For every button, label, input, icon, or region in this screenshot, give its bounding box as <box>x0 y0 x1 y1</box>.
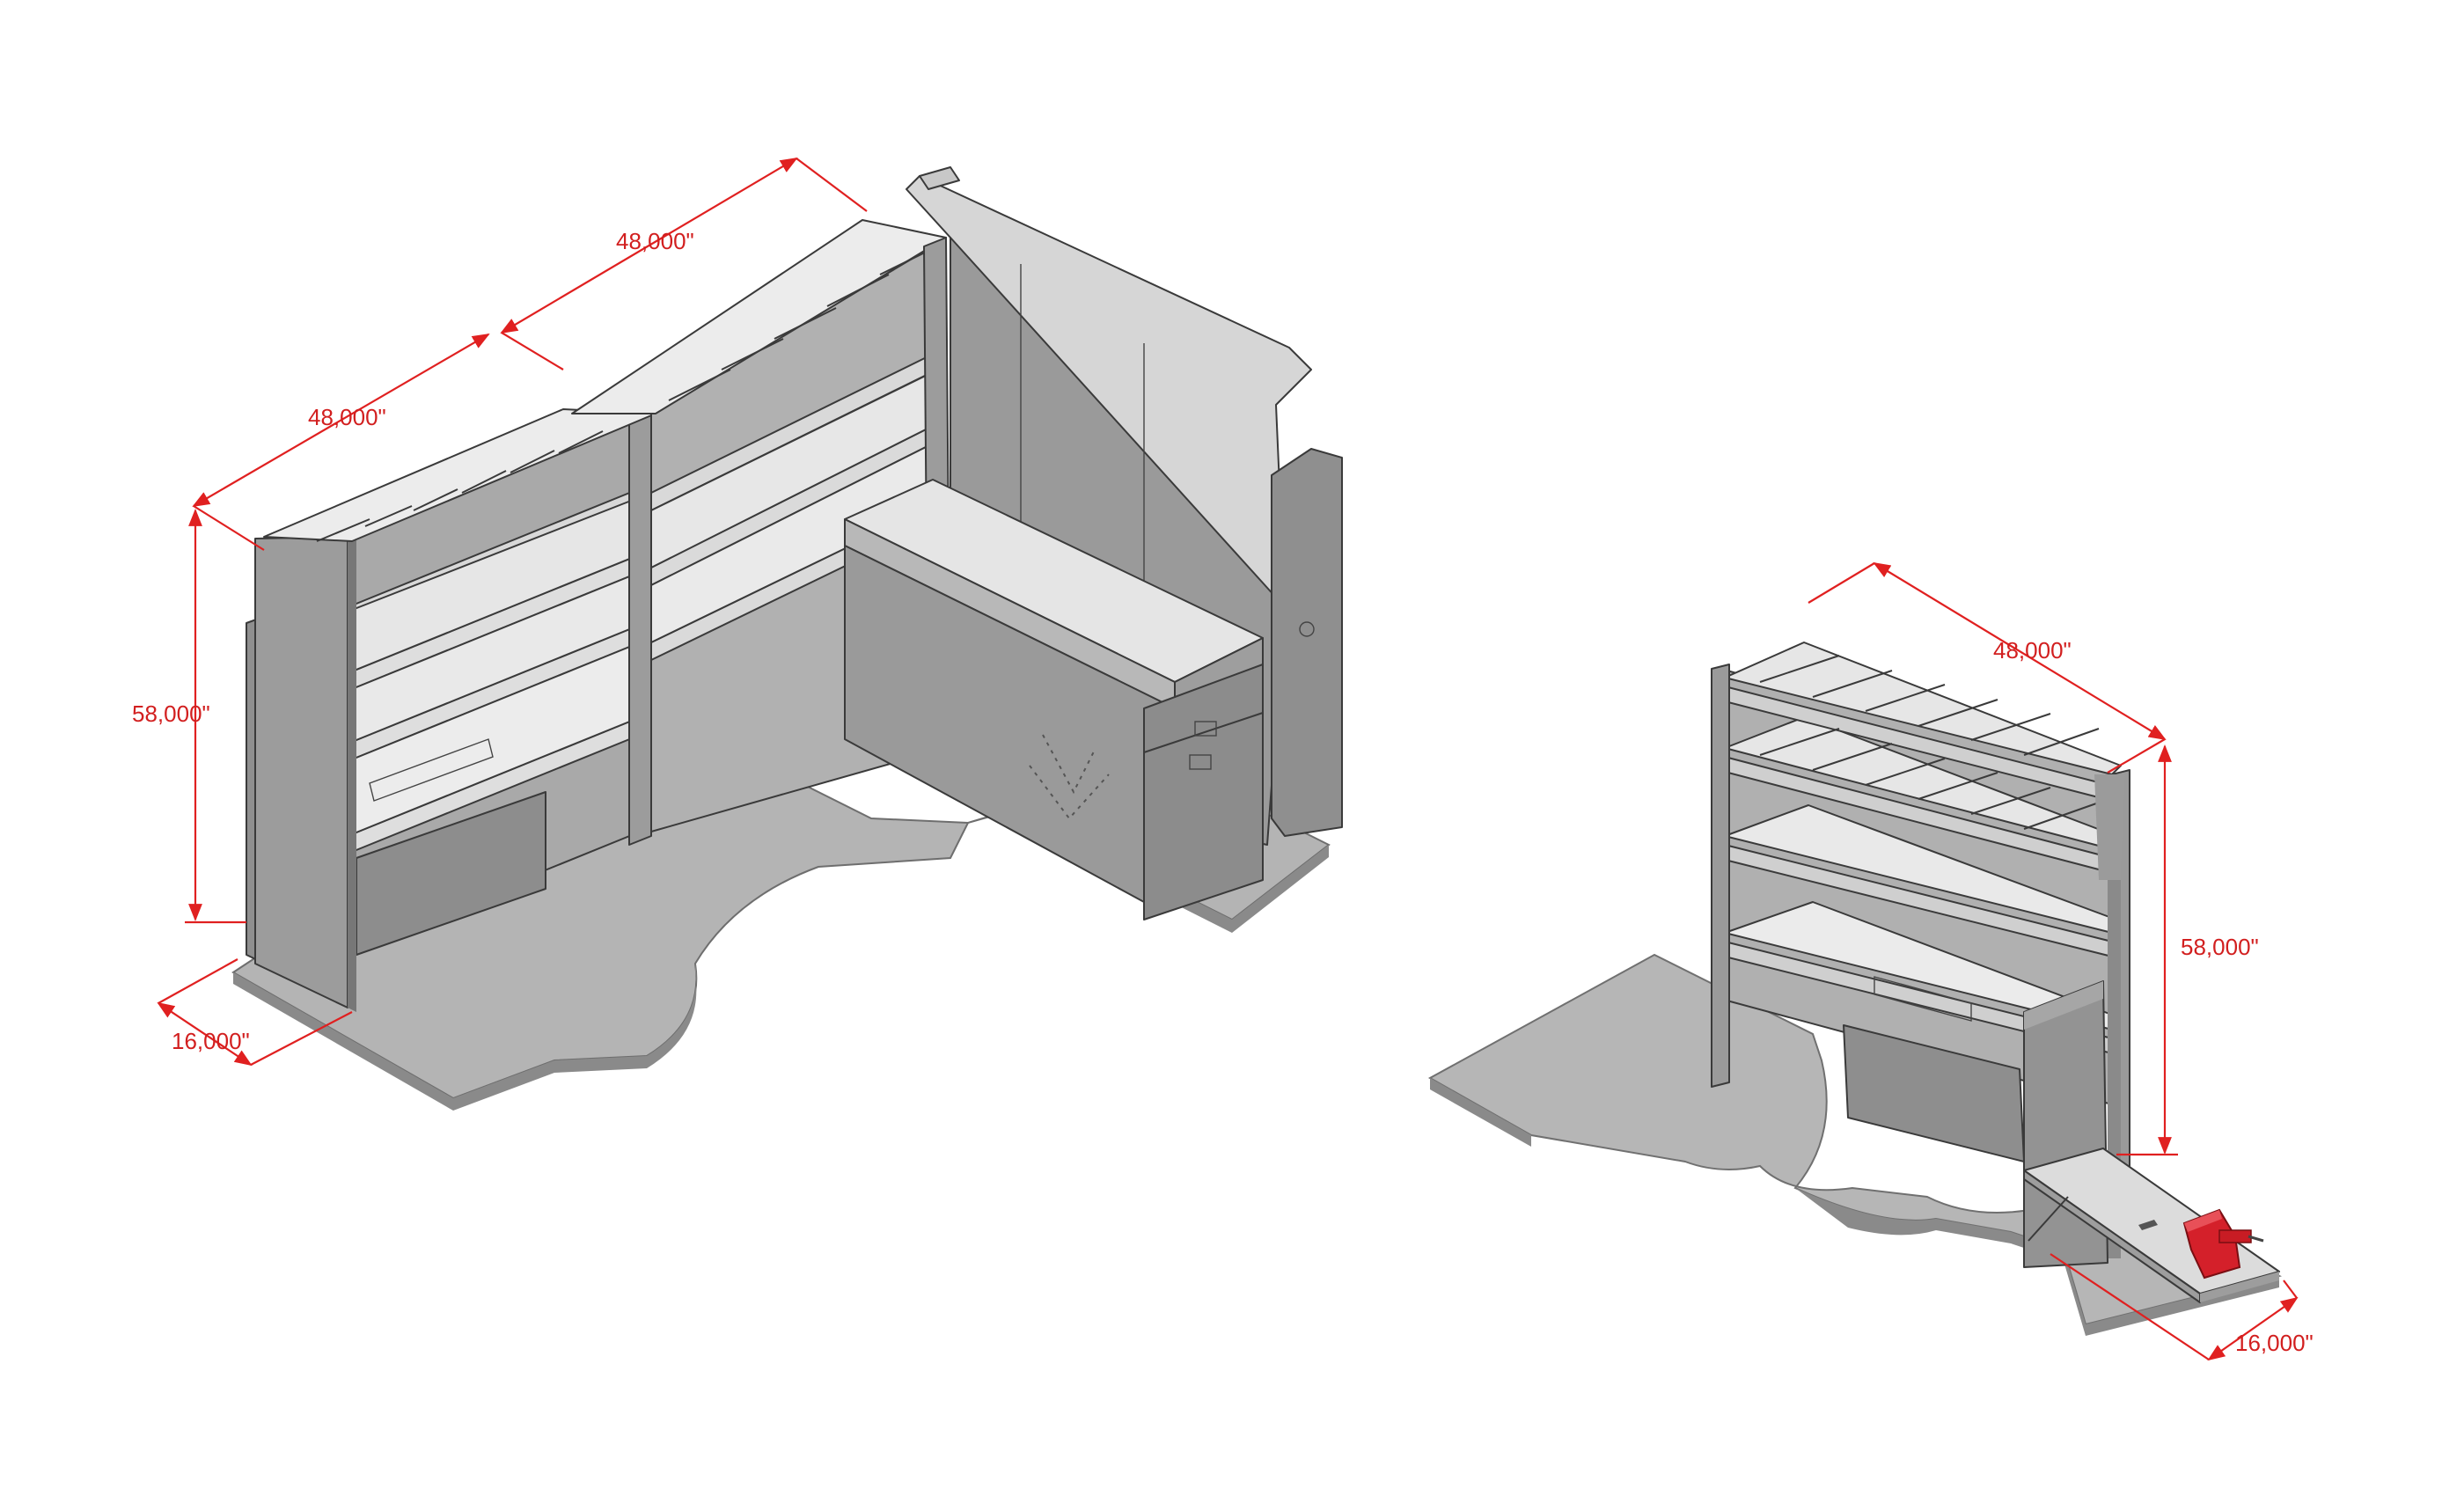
right-dim-width-label: 48,000" <box>1993 637 2072 664</box>
left-dim-width-lower: 48,000" <box>192 334 490 551</box>
left-dim-depth-label: 16,000" <box>172 1028 250 1054</box>
right-van-assembly: 48,000" 58,000" 16,000" <box>1427 561 2314 1361</box>
left-shelf-unit-front <box>254 408 656 1012</box>
left-dim-depth: 16,000" <box>157 958 353 1067</box>
bench-vise <box>2182 1208 2264 1280</box>
right-dim-height-label: 58,000" <box>2181 934 2259 960</box>
left-dim-width-upper: 48,000" <box>500 157 868 370</box>
left-dim-width-lower-label: 48,000" <box>308 404 386 430</box>
left-dim-width-upper-label: 48,000" <box>616 228 694 254</box>
left-van-assembly: 48,000" 48,000" 58,000" 16,000" <box>132 157 1343 1111</box>
left-dim-height-label: 58,000" <box>132 700 210 727</box>
right-vise-table <box>2023 1148 2280 1303</box>
right-dim-depth: 16,000" <box>2050 1253 2314 1361</box>
right-dim-depth-label: 16,000" <box>2235 1330 2314 1356</box>
right-dim-width: 48,000" <box>1808 561 2167 774</box>
left-dim-height: 58,000" <box>132 509 246 924</box>
right-shelf-unit <box>1711 642 2130 1268</box>
right-dim-height: 58,000" <box>2116 744 2259 1156</box>
left-drawer-cabinet <box>844 479 1264 920</box>
